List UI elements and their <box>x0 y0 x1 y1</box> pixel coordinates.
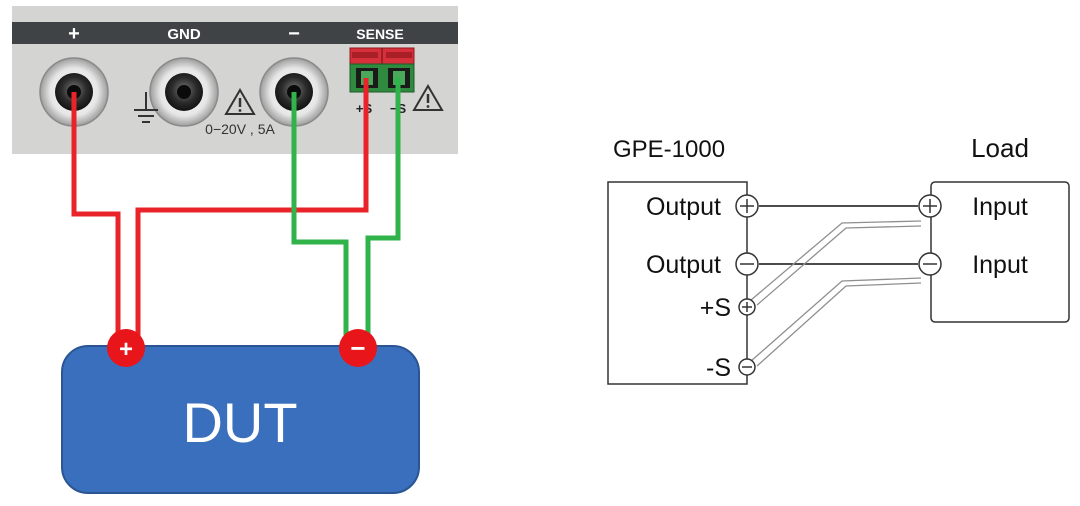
sense-lines <box>750 220 922 367</box>
sense-minus-line <box>750 277 922 362</box>
dut-label: DUT <box>182 391 297 454</box>
sense-terminal-block <box>349 47 415 93</box>
sense-minus-terminal-label: -S <box>706 354 731 382</box>
sense-label: SENSE <box>356 26 403 42</box>
supply-box <box>607 181 748 385</box>
input-plus-label: Input <box>972 193 1028 221</box>
plus-terminal-label: + <box>68 23 80 45</box>
input-minus-label: Input <box>972 251 1028 279</box>
output-plus-label: Output <box>646 193 721 221</box>
sense-plus-line-inner <box>756 225 922 306</box>
dut-minus-symbol: − <box>350 333 365 363</box>
dut-plus-terminal: + <box>107 329 145 367</box>
supply-name: GPE-1000 <box>613 136 725 163</box>
load-name: Load <box>971 133 1029 163</box>
dut-minus-terminal: − <box>339 329 377 367</box>
panel-label-bar <box>12 22 458 44</box>
sense-minus-line-inner <box>756 282 922 367</box>
sense-plus-line <box>750 220 922 301</box>
gnd-terminal-label: GND <box>167 26 201 43</box>
input-minus-terminal-icon <box>918 252 942 276</box>
sense-plus-wire <box>135 78 369 345</box>
wiring <box>71 78 401 345</box>
output-minus-label: Output <box>646 251 721 279</box>
output-plus-terminal-icon <box>735 194 759 218</box>
gnd-binding-post <box>149 57 219 127</box>
warning-icon <box>224 88 256 115</box>
dut: DUT + − <box>61 329 420 494</box>
ground-icon <box>134 92 158 123</box>
voltage-current-rating: 0−20V , 5A <box>205 121 275 137</box>
force-minus-wire <box>291 92 349 345</box>
sense-plus-terminal-label: +S <box>700 294 731 322</box>
schematic: GPE-1000 Load Output Output +S -S Input … <box>607 133 1070 385</box>
output-minus-terminal-icon <box>735 252 759 276</box>
front-panel: + GND − SENSE <box>12 6 458 154</box>
minus-terminal-label: − <box>288 23 300 45</box>
force-plus-wire <box>71 92 121 345</box>
sense-minus-wire <box>365 78 401 345</box>
sense-plus-terminal-icon <box>738 298 756 316</box>
load-box <box>930 181 1070 323</box>
dut-body <box>61 345 420 494</box>
sense-minus-terminal-icon <box>738 358 756 376</box>
input-plus-terminal-icon <box>918 194 942 218</box>
dut-plus-symbol: + <box>119 336 133 363</box>
sense-warning-icon <box>412 84 444 111</box>
